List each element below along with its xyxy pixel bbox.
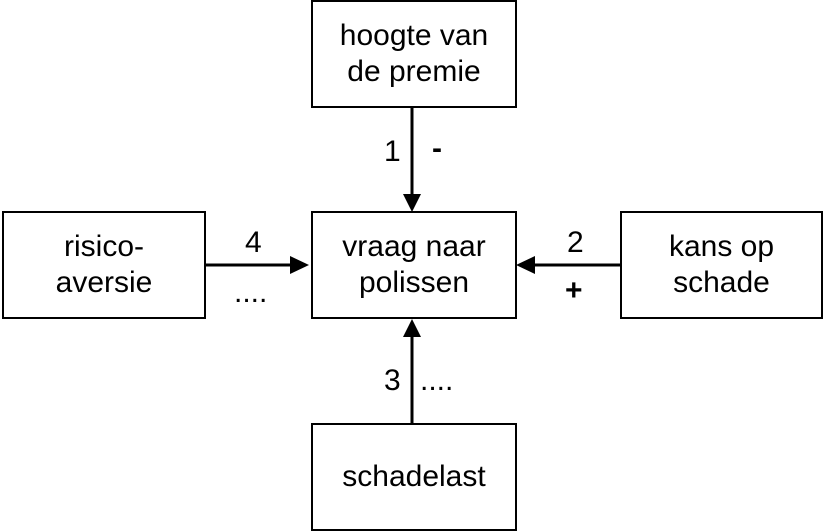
- box-damage-probability: kans op schade: [620, 211, 823, 319]
- arrow-4-sign: ....: [234, 276, 268, 309]
- arrow-1-number: 1: [384, 135, 401, 168]
- arrow-1-sign: -: [432, 132, 442, 165]
- arrow-3-sign: ....: [420, 364, 454, 397]
- box-risk-aversion: risico- aversie: [2, 211, 206, 319]
- arrow-3: [403, 319, 421, 423]
- box-premium-level: hoogte van de premie: [311, 0, 517, 108]
- arrow-3-number: 3: [384, 364, 401, 397]
- arrow-1: [403, 107, 421, 212]
- box-policy-demand: vraag naar polissen: [311, 211, 517, 319]
- arrow-2: [516, 256, 620, 274]
- box-damage-burden: schadelast: [311, 423, 517, 531]
- arrow-4-number: 4: [245, 226, 262, 259]
- arrow-2-sign: +: [565, 274, 583, 307]
- arrow-2-number: 2: [567, 226, 584, 259]
- arrow-4: [205, 256, 309, 274]
